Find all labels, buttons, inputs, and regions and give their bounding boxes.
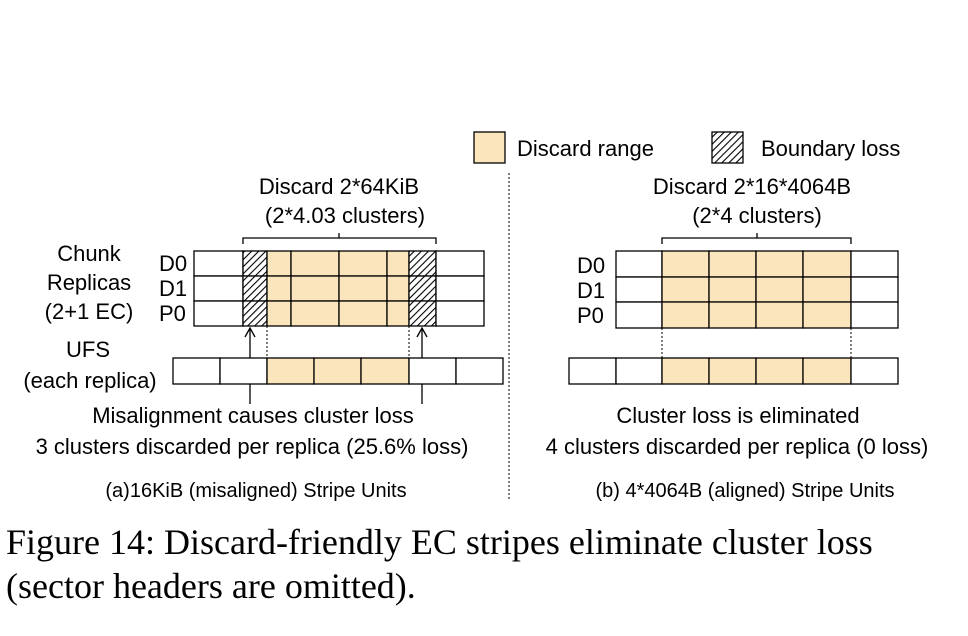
ufs-a-cell-discard	[360, 357, 410, 385]
ufs-b-cell	[568, 357, 617, 385]
grid-b-cell-discard	[755, 301, 804, 329]
panel-a-row-p0-label: P0	[159, 301, 186, 326]
chunk-replicas-line2: Replicas	[47, 270, 131, 295]
figure-diagram: Discard range Boundary loss Discard 2*64…	[23, 131, 929, 502]
grid-a-cell	[193, 275, 244, 302]
ufs-b-cell-discard	[708, 357, 757, 385]
grid-a-cell-boundary	[242, 250, 268, 277]
ufs-b-cell-discard	[755, 357, 804, 385]
grid-a-cell-discard	[290, 275, 340, 302]
ufs-a-cell	[219, 357, 268, 385]
panel-b-row-p0-label: P0	[577, 303, 604, 328]
ufs-a-cell-discard	[313, 357, 362, 385]
grid-a-cell	[435, 300, 485, 327]
grid-b-cell-discard	[802, 250, 852, 278]
grid-a-cell	[435, 250, 485, 277]
ufs-a-cell-discard	[266, 357, 315, 385]
legend-discard-label: Discard range	[517, 136, 654, 161]
grid-a-cell-discard	[338, 300, 388, 327]
panel-b-ufs-strip	[568, 357, 899, 385]
grid-b-cell-discard	[661, 276, 710, 303]
legend-discard-swatch	[473, 131, 506, 164]
grid-a-cell-discard	[290, 250, 340, 277]
panel-b-discard-line1: Discard 2*16*4064B	[653, 174, 851, 199]
panel-a-discard-line2: (2*4.03 clusters)	[265, 203, 425, 228]
chunk-replicas-line1: Chunk	[57, 241, 122, 266]
grid-b-cell-discard	[708, 301, 757, 329]
panel-b-note-line2: 4 clusters discarded per replica (0 loss…	[546, 434, 929, 459]
panel-a-note-line1: Misalignment causes cluster loss	[92, 403, 414, 428]
ufs-b-cell	[850, 357, 899, 385]
ufs-a-cell	[172, 357, 221, 385]
ufs-b-cell	[615, 357, 663, 385]
ufs-b-cell-discard	[802, 357, 852, 385]
panel-a-discard-line1: Discard 2*64KiB	[259, 174, 419, 199]
grid-b-cell-discard	[661, 301, 710, 329]
grid-a-cell-discard	[338, 250, 388, 277]
panel-a-subcaption: (a)16KiB (misaligned) Stripe Units	[105, 480, 406, 502]
ufs-a-cell	[455, 357, 504, 385]
grid-b-cell-discard	[661, 250, 710, 278]
grid-b-cell-discard	[802, 301, 852, 329]
grid-a-cell	[193, 250, 244, 277]
grid-a-cell-discard	[386, 250, 410, 277]
grid-a-cell-discard	[266, 250, 292, 277]
panel-a-note-line2: 3 clusters discarded per replica (25.6% …	[36, 434, 469, 459]
chunk-replicas-line3: (2+1 EC)	[45, 299, 134, 324]
grid-a-cell-discard	[338, 275, 388, 302]
legend-boundary-swatch	[711, 131, 744, 164]
panel-a-discard-bracket	[242, 233, 437, 244]
panel-a-chunk-grid	[193, 250, 485, 327]
grid-b-cell	[850, 250, 899, 278]
grid-a-cell-discard	[386, 300, 410, 327]
ufs-a-cell	[408, 357, 457, 385]
panel-b-discard-line2: (2*4 clusters)	[692, 203, 822, 228]
panel-a-row-d0-label: D0	[159, 251, 187, 276]
grid-a-cell-discard	[266, 300, 292, 327]
grid-a-cell-discard	[266, 275, 292, 302]
legend-boundary-label: Boundary loss	[761, 136, 900, 161]
grid-a-cell-boundary	[408, 300, 437, 327]
grid-b-cell	[850, 301, 899, 329]
panel-b-subcaption: (b) 4*4064B (aligned) Stripe Units	[595, 480, 894, 502]
grid-b-cell	[615, 250, 663, 278]
grid-b-cell	[615, 301, 663, 329]
grid-a-cell	[193, 300, 244, 327]
grid-a-cell-boundary	[242, 300, 268, 327]
panel-b-row-d1-label: D1	[577, 278, 605, 303]
ufs-label-line2: (each replica)	[23, 368, 156, 393]
grid-b-cell	[850, 276, 899, 303]
figure-caption-line2: (sector headers are omitted).	[6, 566, 416, 606]
ufs-label-line1: UFS	[66, 337, 110, 362]
figure-caption: Figure 14: Discard-friendly EC stripes e…	[6, 520, 966, 608]
panel-b-chunk-grid	[615, 250, 899, 329]
grid-a-cell-boundary	[408, 275, 437, 302]
panel-a-ufs-strip	[172, 357, 504, 385]
figure-caption-line1: Figure 14: Discard-friendly EC stripes e…	[6, 522, 873, 562]
panel-b-discard-bracket	[661, 233, 852, 244]
grid-b-cell-discard	[708, 276, 757, 303]
grid-b-cell-discard	[802, 276, 852, 303]
panel-a-row-d1-label: D1	[159, 276, 187, 301]
grid-a-cell-discard	[290, 300, 340, 327]
grid-a-cell-discard	[386, 275, 410, 302]
ufs-b-cell-discard	[661, 357, 710, 385]
grid-a-cell-boundary	[242, 275, 268, 302]
grid-b-cell	[615, 276, 663, 303]
grid-b-cell-discard	[708, 250, 757, 278]
grid-b-cell-discard	[755, 276, 804, 303]
grid-a-cell-boundary	[408, 250, 437, 277]
grid-b-cell-discard	[755, 250, 804, 278]
panel-b-row-d0-label: D0	[577, 253, 605, 278]
grid-a-cell	[435, 275, 485, 302]
panel-b-note-line1: Cluster loss is eliminated	[616, 403, 859, 428]
